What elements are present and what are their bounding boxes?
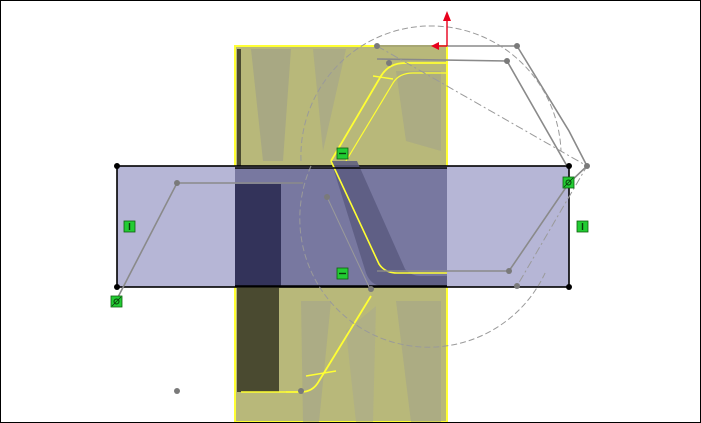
vertical-relation-icon[interactable] bbox=[123, 220, 136, 233]
corner-point-top-right bbox=[566, 163, 572, 169]
sketch-point bbox=[174, 388, 180, 394]
horizontal-relation-icon[interactable] bbox=[336, 267, 349, 280]
horizontal-relation-icon[interactable] bbox=[336, 147, 349, 160]
sketch-point bbox=[584, 163, 590, 169]
corner-point-bottom-left bbox=[114, 284, 120, 290]
corner-point-bottom-right bbox=[566, 284, 572, 290]
sketch-point bbox=[386, 60, 392, 66]
sketch-point bbox=[324, 194, 330, 200]
sketch-point bbox=[374, 43, 380, 49]
sketch-point bbox=[506, 268, 512, 274]
section-rectangle[interactable] bbox=[116, 160, 570, 288]
sketch-point bbox=[174, 180, 180, 186]
coincident-relation-icon[interactable] bbox=[562, 176, 575, 189]
sketch-point bbox=[514, 43, 520, 49]
sketch-point bbox=[298, 388, 304, 394]
sketch-point bbox=[368, 286, 374, 292]
vertical-relation-icon[interactable] bbox=[576, 220, 589, 233]
rectangle-corner-points[interactable] bbox=[114, 163, 572, 290]
corner-point-top-left bbox=[114, 163, 120, 169]
sketch-points[interactable] bbox=[174, 43, 590, 394]
sketch-point bbox=[514, 283, 520, 289]
origin-arrow-icon bbox=[431, 11, 451, 50]
coincident-relation-icon[interactable] bbox=[110, 295, 123, 308]
sketch-point bbox=[504, 58, 510, 64]
